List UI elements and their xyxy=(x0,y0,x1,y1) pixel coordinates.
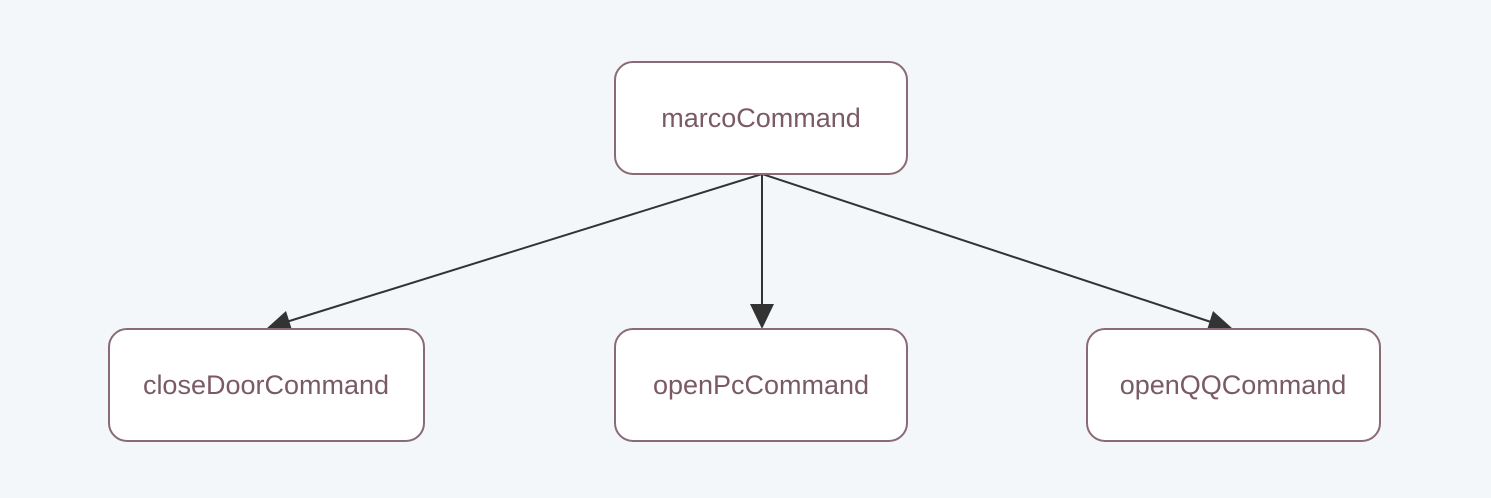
node-label-open-pc-command: openPcCommand xyxy=(653,370,869,400)
node-open-qq-command: openQQCommand xyxy=(1086,328,1381,442)
edge-marco-to-openpc xyxy=(750,174,774,329)
arrowhead-closedoor xyxy=(266,311,292,330)
node-marco-command: marcoCommand xyxy=(614,61,908,175)
node-label-marco-command: marcoCommand xyxy=(661,103,861,133)
edge-marco-to-closedoor xyxy=(266,173,763,330)
node-close-door-command: closeDoorCommand xyxy=(108,328,425,442)
arrowhead-openpc xyxy=(750,304,774,329)
node-open-pc-command: openPcCommand xyxy=(614,328,908,442)
node-label-close-door-command: closeDoorCommand xyxy=(143,370,389,400)
node-label-open-qq-command: openQQCommand xyxy=(1120,370,1347,400)
arrowhead-openqq xyxy=(1207,311,1233,330)
edge-marco-to-openqq xyxy=(761,173,1233,330)
